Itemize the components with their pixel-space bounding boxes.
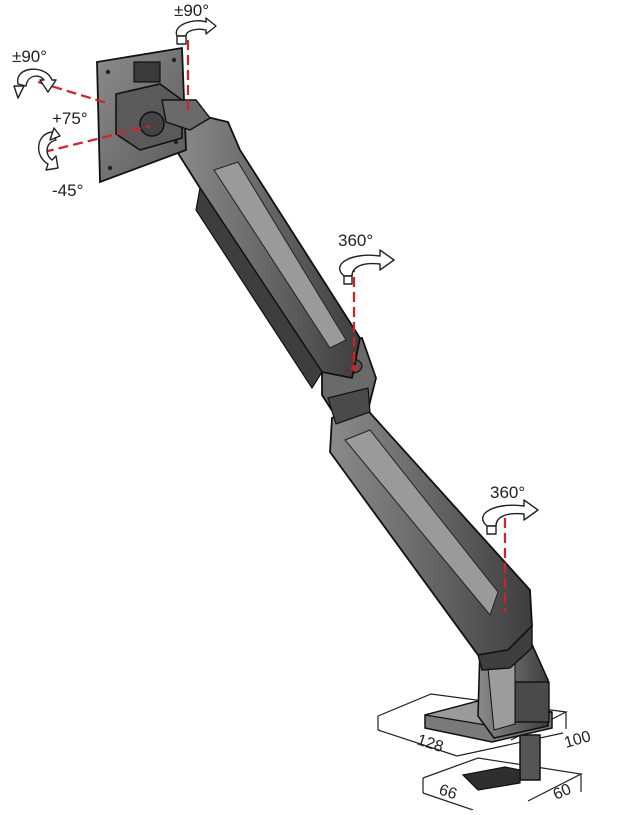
angle-label-elbow: 360° xyxy=(338,231,373,250)
rotation-axis xyxy=(37,80,111,106)
angle-label-tilt-up: +75° xyxy=(52,109,88,128)
desk-clamp xyxy=(461,734,541,791)
dimension-base-width: 128 xyxy=(415,732,446,756)
upper-arm xyxy=(175,108,361,390)
rotate-arrow-icon xyxy=(175,17,217,45)
dimension-clamp-width: 66 xyxy=(437,782,459,804)
rotate-arrow-icon xyxy=(38,127,61,171)
angle-label-tilt-down: -45° xyxy=(52,181,83,200)
lower-arm xyxy=(329,402,533,671)
rotate-arrow-icon xyxy=(482,499,539,535)
angle-label-top-swivel: ±90° xyxy=(174,1,209,20)
rotate-arrow-icon xyxy=(13,68,57,99)
elbow-axis-dot xyxy=(351,365,357,371)
dimension-base-depth: 100 xyxy=(562,728,592,752)
tilt-head xyxy=(115,83,212,151)
tilt-axis xyxy=(43,124,151,154)
angle-label-rotation: ±90° xyxy=(12,47,47,66)
dimension-clamp-depth: 60 xyxy=(551,781,574,804)
angle-label-base: 360° xyxy=(490,483,525,502)
rotate-arrow-icon xyxy=(338,249,395,285)
axis-lines xyxy=(37,40,507,612)
